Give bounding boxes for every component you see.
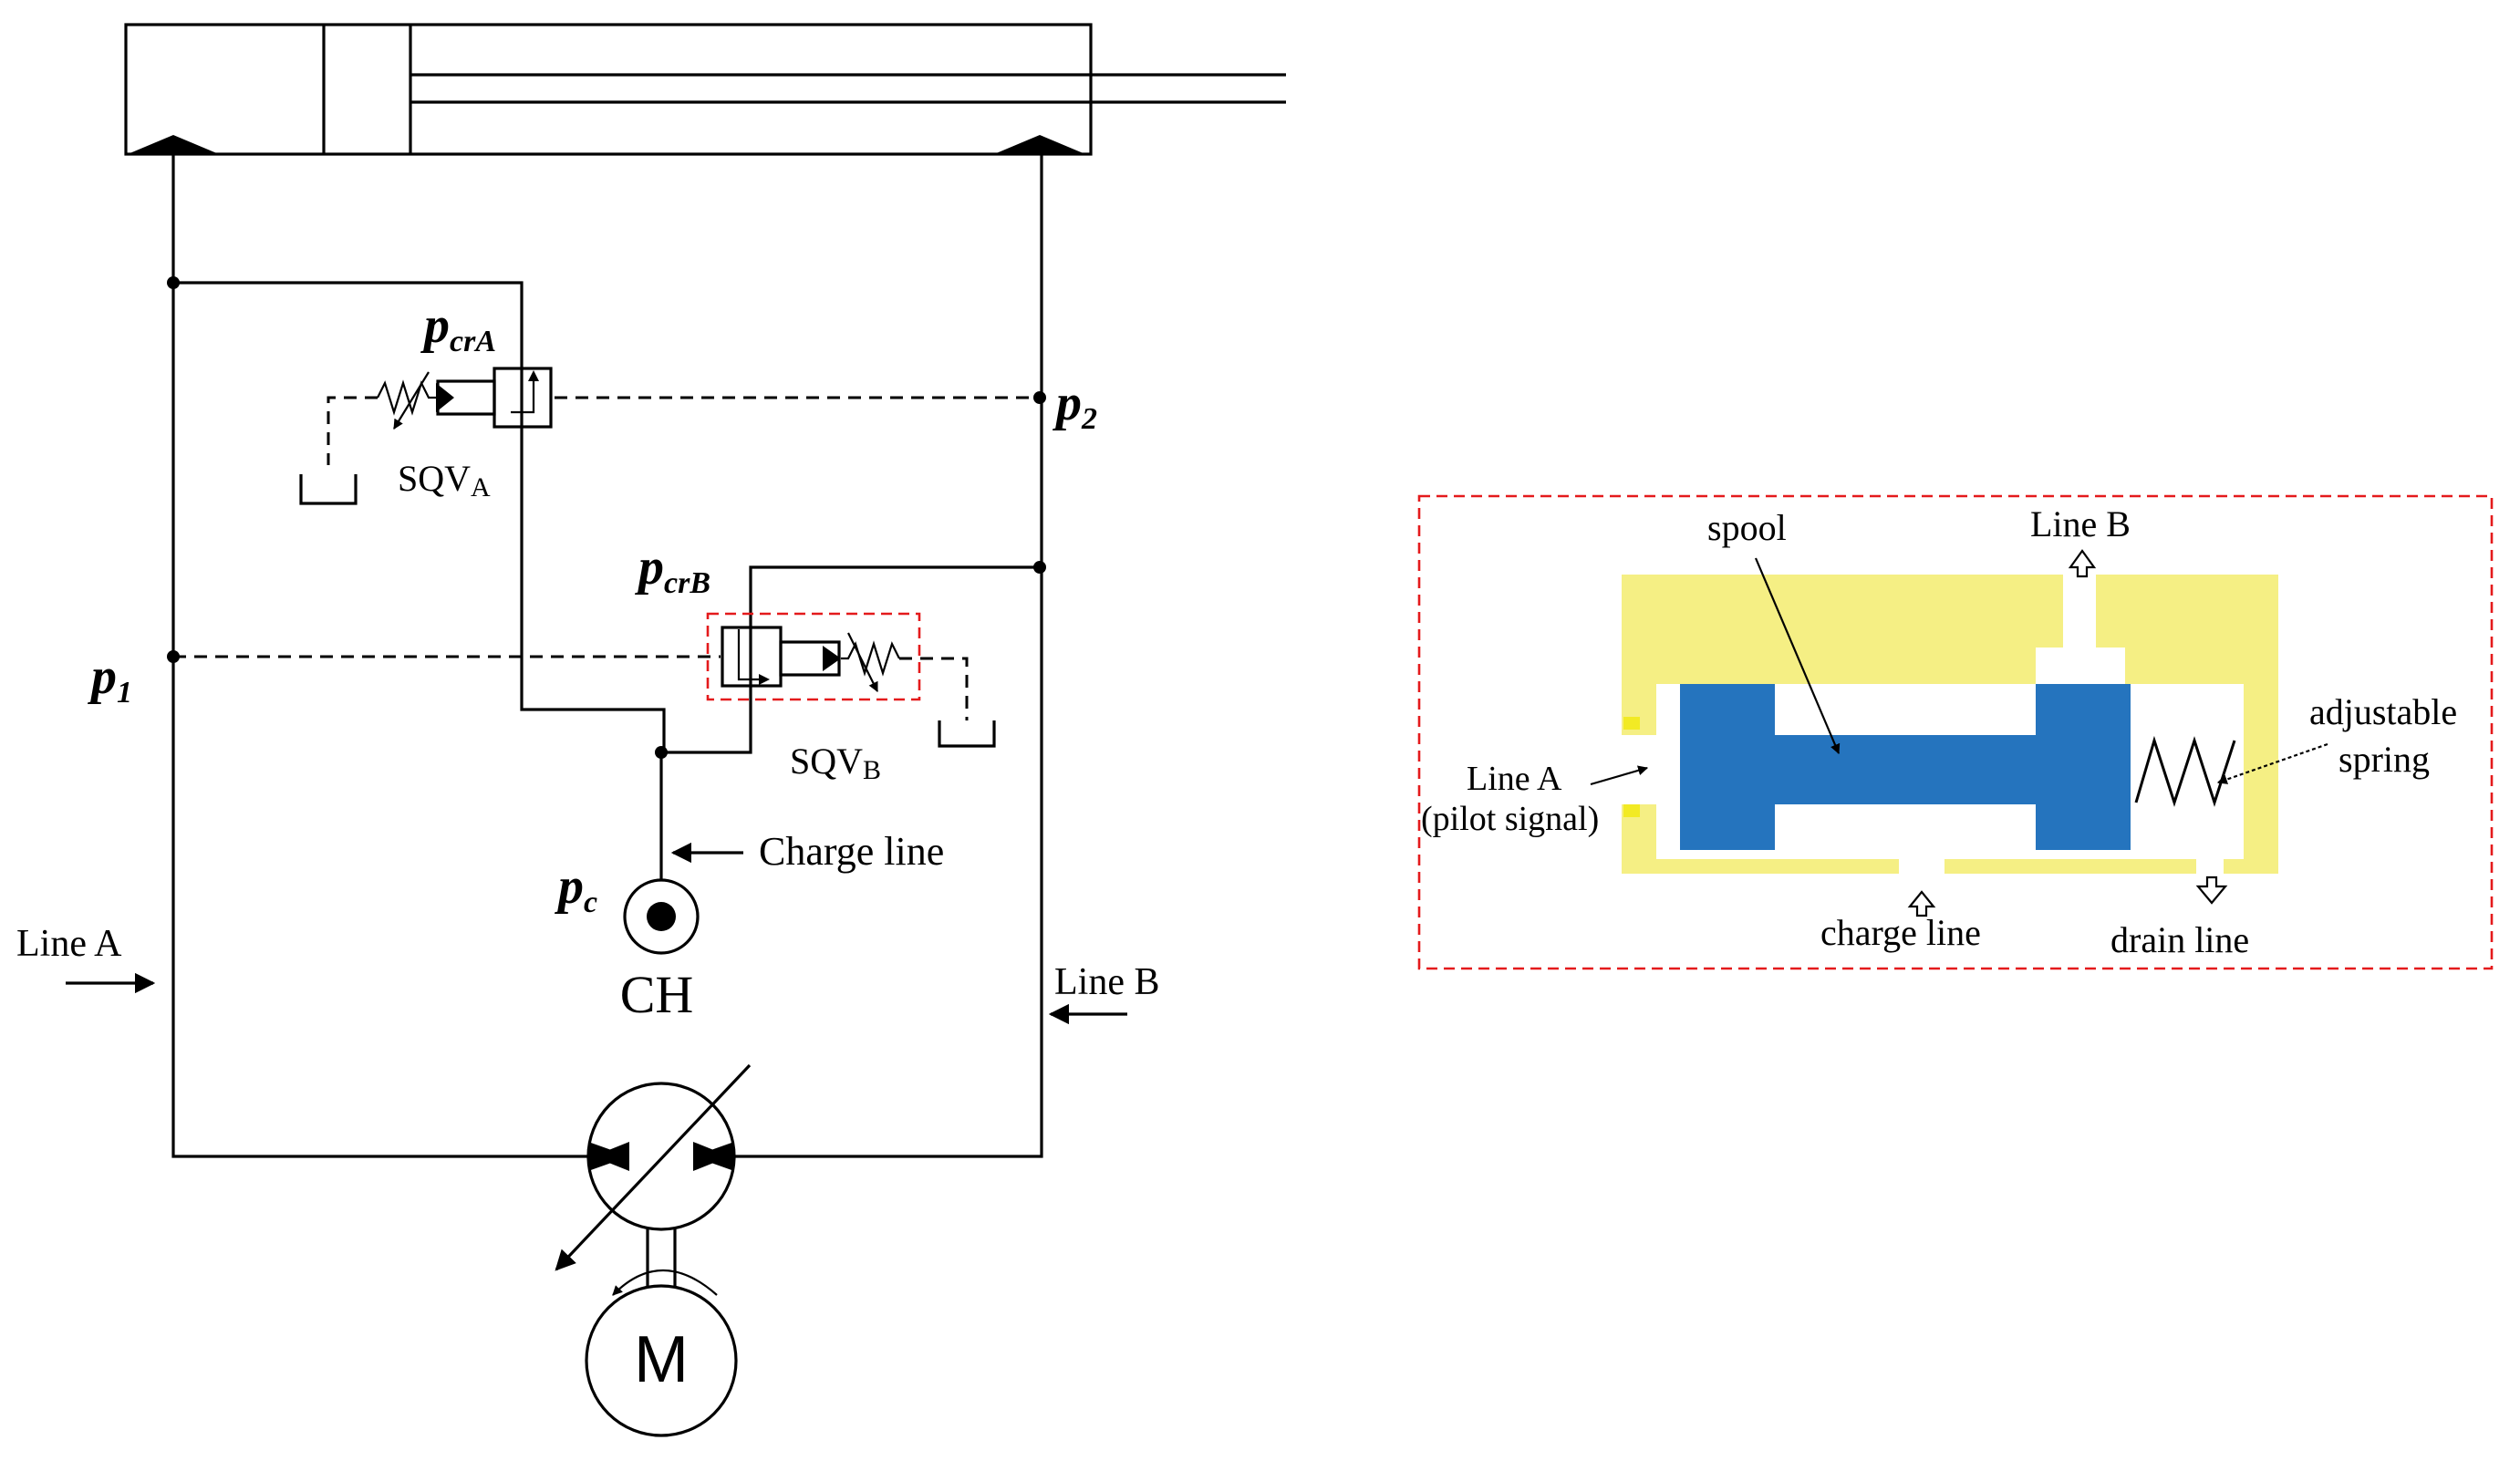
line-b-port-arrow-icon [2068, 549, 2097, 578]
charge-port-arrow-icon [1907, 890, 1936, 917]
motor-label: M [634, 1323, 689, 1396]
line-a-label: Line A [16, 923, 122, 965]
adjustable-spring-icon [2134, 735, 2236, 807]
sqv-a-label: SQVA [398, 458, 491, 503]
drain-line-label: drain line [2110, 919, 2249, 960]
variable-displacement-pump-icon [555, 1063, 752, 1271]
charge-pump-icon [623, 878, 700, 955]
pc-label: pc [555, 858, 597, 919]
line-b-branch [664, 565, 1042, 754]
charge-pump-label: CH [620, 965, 694, 1024]
adjustable-label: adjustable [2309, 691, 2457, 732]
line-b-detail-label: Line B [2030, 503, 2131, 544]
detail-border [1417, 494, 2494, 970]
p2-label: p2 [1053, 375, 1097, 436]
charge-line-detail-label: charge line [1820, 912, 1981, 953]
line-a-branch [173, 281, 666, 752]
tank-icon [938, 720, 996, 748]
junction-dot [167, 276, 180, 289]
hydraulic-cylinder-icon [124, 23, 1286, 156]
line-b-label: Line B [1054, 961, 1159, 1003]
p-cr-b-label: pcrB [635, 539, 710, 600]
electric-motor-icon: M [585, 1284, 738, 1437]
line-a-main [171, 154, 588, 1158]
sqv-b-valve [173, 612, 996, 748]
charge-line-label: Charge line [759, 829, 944, 874]
line-a-detail-label: Line A [1467, 760, 1562, 798]
tank-icon [299, 474, 358, 505]
sqv-b-highlight-box [706, 612, 921, 701]
sqv-b-label: SQVB [790, 741, 881, 785]
sqv-a-valve [299, 367, 1040, 505]
p1-label: p1 [88, 648, 132, 710]
drain-port-arrow-icon [2195, 876, 2228, 905]
sqv-detail-view: spool Line B adjustable spring Line A (p… [1417, 494, 2494, 970]
pump-shaft [612, 1229, 718, 1296]
junction-dot [655, 746, 668, 759]
line-b-main [730, 154, 1043, 1158]
junction-dot [1033, 561, 1046, 574]
pilot-signal-label: (pilot signal) [1421, 800, 1599, 838]
spool [1680, 684, 2131, 850]
p-cr-a-label: pcrA [420, 297, 496, 358]
spool-label: spool [1707, 507, 1787, 548]
spring-label: spring [2339, 739, 2430, 780]
